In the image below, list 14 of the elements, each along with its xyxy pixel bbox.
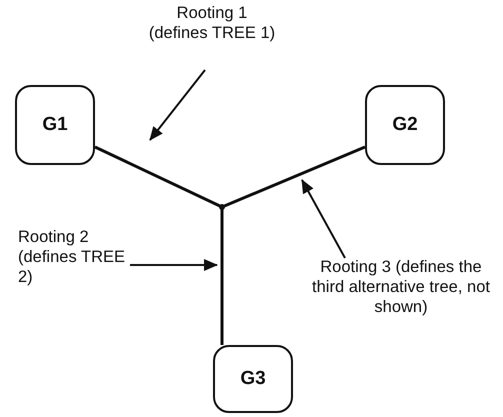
leader-arrow: [149, 69, 206, 141]
annotation-text: Rooting 1 (defines TREE 1): [148, 4, 276, 70]
branch-line: [220, 207, 224, 345]
taxon-box: [15, 85, 95, 165]
taxon-label: G2: [392, 114, 418, 136]
taxon-label: G3: [240, 368, 266, 390]
annotation-text: Rooting 2 (defines TREE 2): [18, 228, 130, 298]
leader-arrow: [301, 179, 346, 258]
annotation-text: Rooting 3 (defines the third alternative tree, not shown): [305, 258, 497, 343]
taxon-box: [365, 85, 445, 165]
leader-arrow: [130, 259, 218, 271]
junction-point: [219, 204, 225, 210]
taxon-label: G1: [42, 114, 68, 136]
taxon-box: [213, 345, 293, 413]
